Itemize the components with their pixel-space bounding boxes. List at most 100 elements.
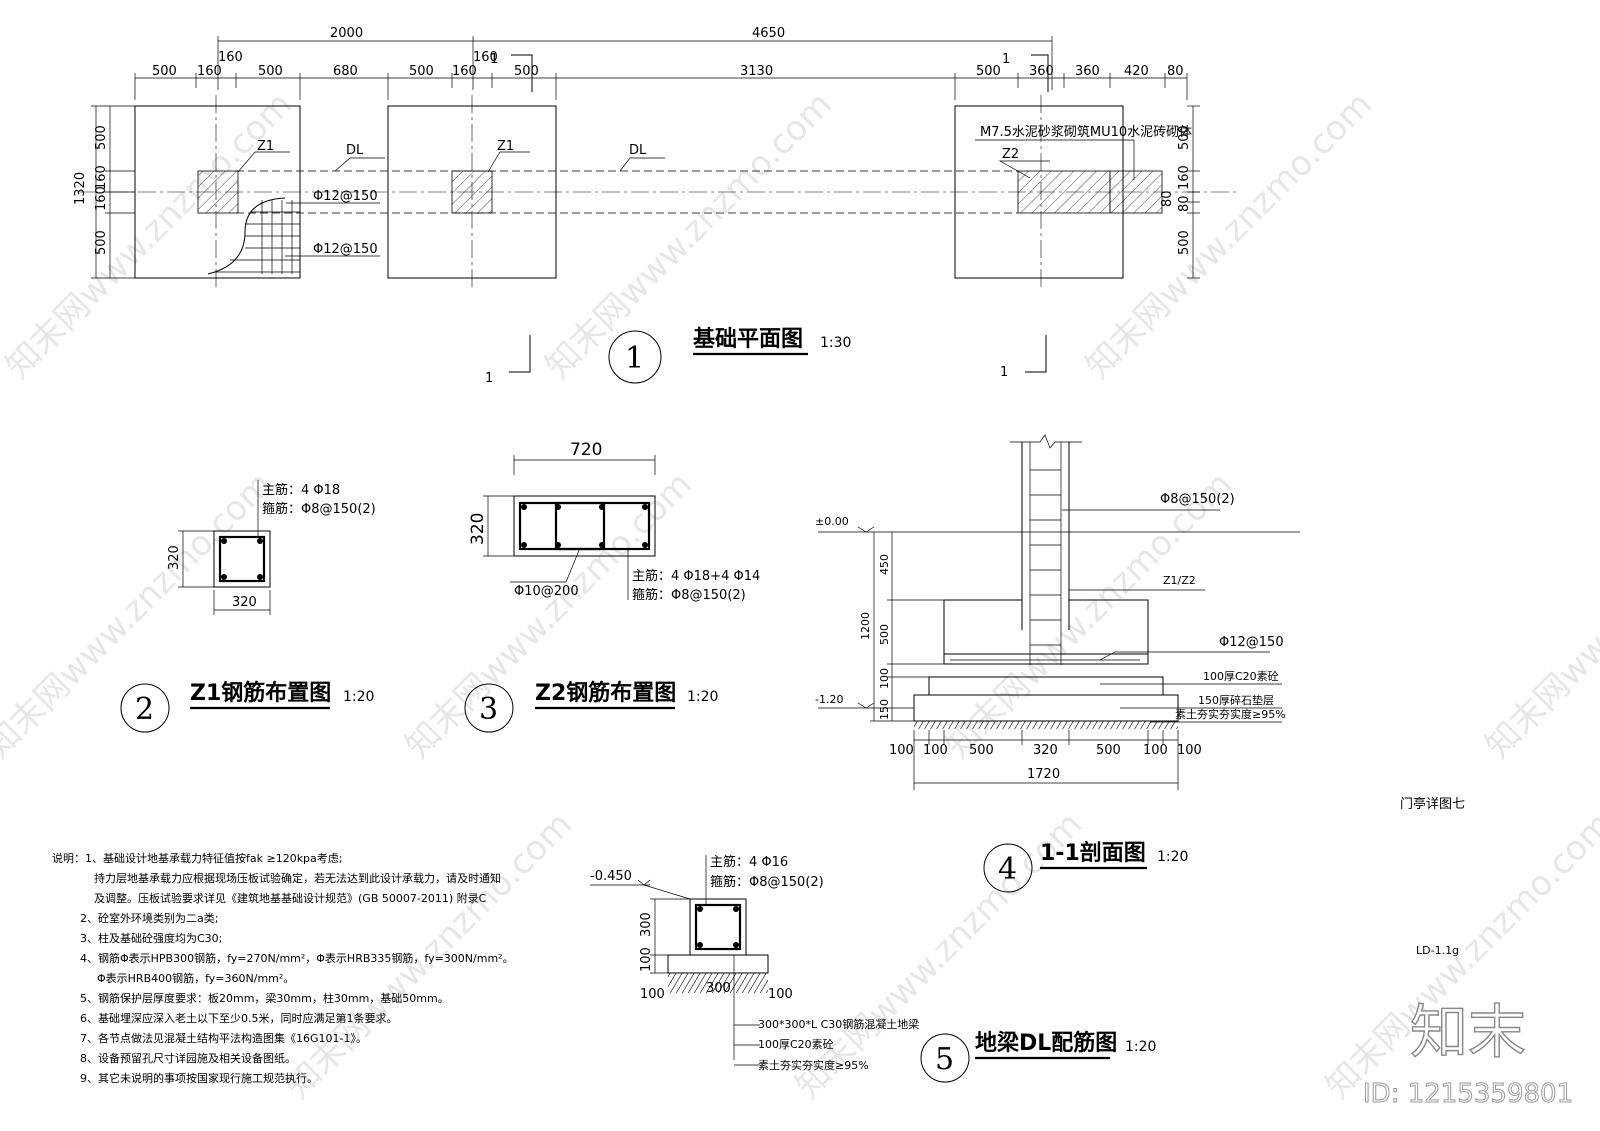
drawing-scale: 1:20 — [1157, 849, 1188, 865]
brand-logo: 知末 ID: 1215359801 — [1363, 997, 1574, 1109]
ground-beam-detail: -0.450 主筋：4 Φ16 箍筋：Φ8@150(2) 300 100 100… — [590, 854, 1156, 1083]
z1-label: Z1 — [257, 139, 274, 154]
elevation-label: -1.20 — [815, 693, 843, 706]
dim-text: 360 — [1075, 64, 1100, 79]
detail-number-circle — [920, 1033, 970, 1083]
section-mark: 1 — [1000, 365, 1008, 380]
beam-note: 100厚C20素砼 — [758, 1038, 834, 1051]
rebar-label: Φ12@150 — [313, 189, 378, 204]
dim-text: 160 — [1177, 165, 1192, 190]
dim-text: 720 — [570, 440, 602, 460]
dim-text: 500 — [1177, 230, 1192, 255]
dim-text: 500 — [94, 230, 109, 255]
dim-text: 300 — [706, 981, 731, 996]
layer-label: 150厚碎石垫层 — [1198, 693, 1274, 707]
detail-number: 5 — [935, 1042, 954, 1077]
dim-text: 320 — [232, 595, 257, 610]
detail-number: 2 — [135, 692, 154, 727]
dim-text: 500 — [514, 64, 539, 79]
dim-text: 100 — [1143, 743, 1168, 758]
dim-text: 160 — [94, 186, 109, 211]
dim-ticks — [134, 73, 1188, 100]
sheet-code: LD-1.1g — [1416, 944, 1459, 957]
drawing-title: 地梁DL配筋图 — [975, 1030, 1117, 1056]
rebar-label: Φ12@150 — [313, 242, 378, 257]
note-line: 2、砼室外环境类别为二a类; — [80, 911, 218, 925]
detail-number: 4 — [998, 852, 1017, 887]
drawing-scale: 1:20 — [687, 689, 718, 705]
dim-text: 320 — [167, 545, 182, 570]
main-bar-label: 主筋：4 Φ16 — [710, 854, 788, 870]
z1-label: Z1 — [497, 139, 514, 154]
dim-text: 680 — [333, 64, 358, 79]
drawing-title: 基础平面图 — [693, 327, 803, 352]
watermark-text: 知末网www.znzmo.com — [1478, 464, 1600, 766]
dim-text: 500 — [258, 64, 283, 79]
dim-text: 100 — [878, 668, 891, 689]
drawing-title: Z2钢筋布置图 — [535, 680, 676, 706]
dim-text: 3130 — [740, 64, 773, 79]
dim-text: 360 — [1029, 64, 1054, 79]
drawing-scale: 1:30 — [820, 335, 851, 351]
drawing-scale: 1:20 — [343, 689, 374, 705]
dim-text: 100 — [768, 987, 793, 1002]
z2-label: Z2 — [1002, 147, 1019, 162]
elevation-label: ±0.00 — [815, 515, 849, 528]
column-z2 — [1017, 170, 1111, 214]
elevation-label: -0.450 — [590, 869, 632, 884]
section-1-1: ±0.00 -1.20 450 1200 500 100 150 Φ8@150(… — [815, 434, 1300, 893]
note-line: 说明：1、基础设计地基承载力特征值按fak ≥120kpa考虑; — [52, 851, 343, 865]
note-line: 及调整。压板试验要求详见《建筑地基基础设计规范》(GB 50007-2011) … — [94, 891, 487, 905]
dim-text: 160 — [473, 50, 498, 65]
detail-number-circle — [120, 683, 170, 733]
dim-text: 80 — [1167, 64, 1184, 79]
stirrup-label: 箍筋：Φ8@150(2) — [710, 874, 824, 890]
stirrup-label: 箍筋：Φ8@150(2) — [262, 501, 376, 517]
dim-text: 4650 — [752, 26, 785, 41]
note-line: 3、柱及基础砼强度均为C30; — [80, 931, 222, 945]
detail-number: 3 — [479, 692, 498, 727]
tie-label: Φ10@200 — [514, 584, 579, 599]
drawing-title: Z1钢筋布置图 — [190, 680, 331, 706]
note-line: 7、各节点做法见混凝土结构平法构造图集《16G101-1》。 — [80, 1031, 367, 1045]
dim-text: 500 — [94, 125, 109, 150]
brand-id: ID: 1215359801 — [1363, 1079, 1573, 1109]
dim-text: 160 — [197, 64, 222, 79]
general-notes: 说明：1、基础设计地基承载力特征值按fak ≥120kpa考虑; 持力层地基承载… — [52, 851, 514, 1085]
dim-text: 100 — [639, 947, 654, 972]
dim-text: 320 — [468, 513, 488, 545]
dl-label: DL — [629, 143, 647, 158]
dim-text: 1320 — [73, 172, 88, 205]
column-z1 — [451, 170, 493, 214]
dim-text: 160 — [94, 165, 109, 190]
dim-text: 160 — [218, 50, 243, 65]
note-line: 9、其它未说明的事项按国家现行施工规范执行。 — [80, 1071, 318, 1085]
section-mark: 1 — [490, 52, 498, 67]
dim-text: 80 — [1160, 190, 1175, 207]
dim-text: 100 — [923, 743, 948, 758]
dim-text: 100 — [889, 743, 914, 758]
dim-text: 500 — [152, 64, 177, 79]
dl-label: DL — [346, 143, 364, 158]
column-label: Z1/Z2 — [1163, 574, 1196, 587]
beam-note: 素土夯实夯实度≥95% — [758, 1058, 869, 1072]
detail-number-circle — [608, 330, 662, 384]
dim-text: 420 — [1124, 64, 1149, 79]
dim-text: 500 — [1096, 743, 1121, 758]
dim-text: 300 — [639, 912, 654, 937]
detail-number-circle — [983, 843, 1033, 893]
dim-text: 100 — [1177, 743, 1202, 758]
dim-text: 450 — [878, 554, 891, 575]
sheet-name: 门亭详图七 — [1400, 796, 1465, 812]
detail-number: 1 — [625, 341, 644, 376]
dim-text: 500 — [878, 624, 891, 645]
dim-text: 160 — [452, 64, 477, 79]
z1-rebar-detail: 主筋：4 Φ18 箍筋：Φ8@150(2) 320 320 2 Z1钢筋布置图 … — [120, 480, 376, 733]
dim-text: 500 — [1177, 125, 1192, 150]
foundation-plan: 2000 4650 160 160 500 160 500 680 500 16… — [73, 26, 1240, 386]
dim-text: 320 — [1033, 743, 1058, 758]
dim-text: 150 — [878, 699, 891, 720]
z2-rebar-detail: 720 320 Φ10@200 主筋：4 Φ18+4 Φ14 箍筋：Φ8@150… — [464, 440, 760, 733]
drawing-scale: 1:20 — [1125, 1039, 1156, 1055]
beam-note: 300*300*L C30钢筋混凝土地梁 — [758, 1017, 919, 1031]
